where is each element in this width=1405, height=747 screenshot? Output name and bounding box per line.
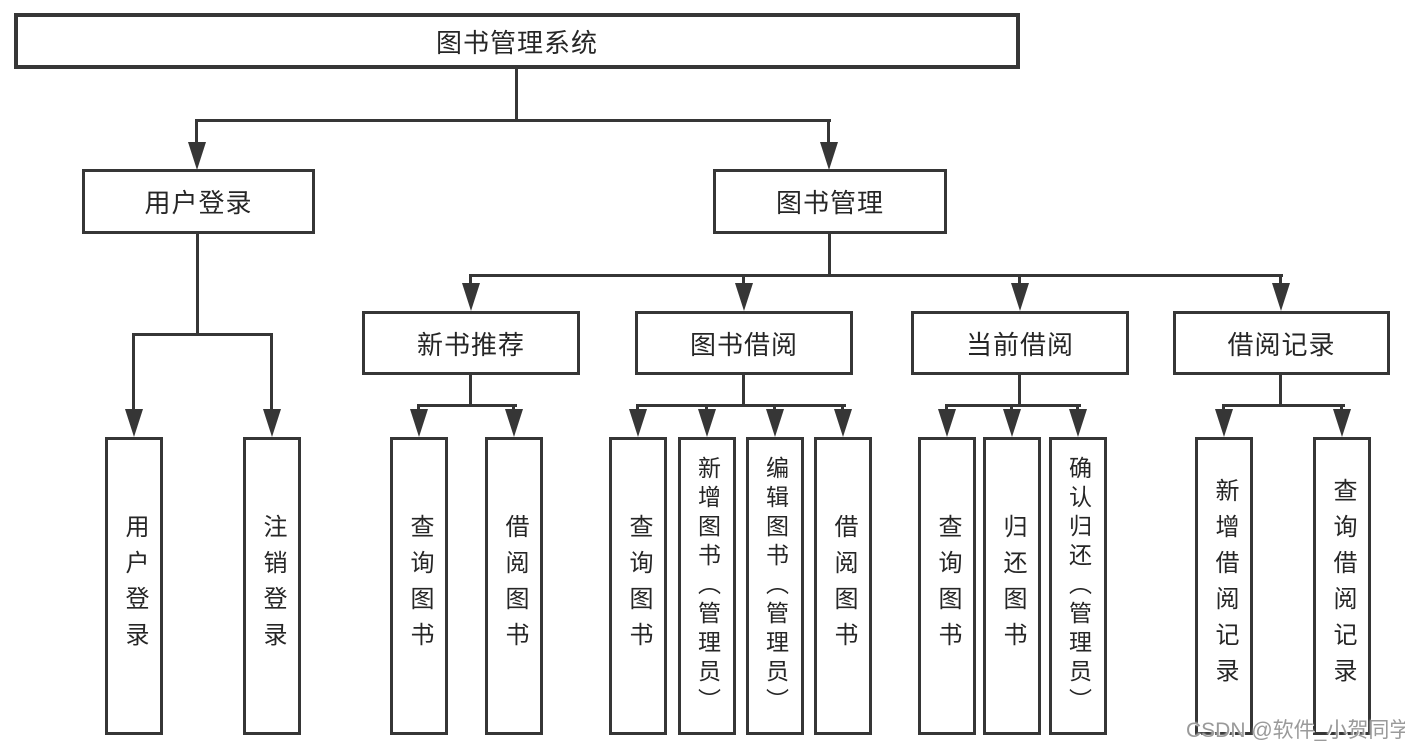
arrow-down-user-login: [188, 142, 206, 170]
node-label: 新书推荐: [416, 329, 525, 360]
connector-drop: [705, 404, 708, 412]
node-label: 借阅记录: [1227, 329, 1336, 360]
node-library-management-system: 图书管理系统: [14, 13, 1020, 69]
leaf-label: 查询图书: [934, 514, 961, 658]
csdn-watermark: CSDN @软件_小贺同学: [1186, 719, 1405, 742]
arrow-down-leaf-user-login: [125, 409, 143, 437]
arrow-down-book-management: [820, 142, 838, 170]
connector-book-borrowing-split: [636, 404, 846, 407]
arrow-down-book-borrowing: [735, 283, 753, 311]
leaf-query-books-current: 查询图书: [918, 437, 976, 735]
connector-drop-leaf-logout: [270, 333, 273, 411]
arrow-down-borrow-books: [505, 409, 523, 437]
arrow-down-borrowing-records: [1272, 283, 1290, 311]
leaf-edit-book-admin: 编辑图书（管理员）: [746, 437, 804, 735]
arrow-down-current-borrowing: [1011, 283, 1029, 311]
connector-drop: [1076, 404, 1079, 412]
connector-drop-borrowing-records: [1279, 274, 1282, 286]
connector-book-management-stem: [828, 232, 831, 277]
leaf-query-books-borrowing: 查询图书: [609, 437, 667, 735]
connector-borrowing-records-split: [1222, 404, 1345, 407]
leaf-label: 借阅图书: [501, 514, 528, 658]
leaf-return-books: 归还图书: [983, 437, 1041, 735]
leaf-query-borrow-record: 查询借阅记录: [1313, 437, 1371, 735]
leaf-user-login: 用户登录: [105, 437, 163, 735]
node-new-book-recommend: 新书推荐: [362, 311, 580, 375]
leaf-borrow-books-recommend: 借阅图书: [485, 437, 543, 735]
leaf-label: 归还图书: [999, 514, 1026, 658]
leaf-label: 确认归还（管理员）: [1065, 455, 1092, 717]
leaf-label: 编辑图书（管理员）: [762, 455, 789, 717]
leaf-label: 新增图书（管理员）: [694, 455, 721, 717]
leaf-add-book-admin: 新增图书（管理员）: [678, 437, 736, 735]
leaf-label: 借阅图书: [830, 514, 857, 658]
connector-current-borrowing-stem: [1018, 374, 1021, 407]
connector-drop: [773, 404, 776, 412]
connector-drop: [512, 404, 515, 412]
node-label: 用户登录: [144, 188, 253, 218]
leaf-label: 用户登录: [121, 514, 148, 658]
connector-drop-current-borrowing: [1018, 274, 1021, 286]
leaf-label: 查询借阅记录: [1329, 478, 1356, 694]
connector-drop-book-management: [827, 119, 830, 144]
connector-drop: [1010, 404, 1013, 412]
node-borrowing-records: 借阅记录: [1173, 311, 1390, 375]
connector-drop-user-login: [195, 119, 198, 144]
connector-book-borrowing-stem: [742, 374, 745, 407]
arrow-down-new-book-recommend: [462, 283, 480, 311]
connector-book-management-split: [469, 274, 1283, 277]
connector-drop-leaf-user-login: [132, 333, 135, 411]
connector-drop-book-borrowing: [742, 274, 745, 286]
leaf-label: 查询图书: [625, 514, 652, 658]
connector-new-book-recommend-stem: [469, 374, 472, 407]
connector-drop: [1340, 404, 1343, 412]
connector-drop: [417, 404, 420, 412]
arrow-down-add-book: [698, 409, 716, 437]
arrow-down-add-borrow-record: [1215, 409, 1233, 437]
node-label: 图书管理: [775, 188, 884, 218]
arrow-down-query-books: [938, 409, 956, 437]
connector-drop: [841, 404, 844, 412]
node-user-login: 用户登录: [82, 169, 315, 234]
node-book-borrowing: 图书借阅: [635, 311, 853, 375]
node-current-borrowing: 当前借阅: [911, 311, 1129, 375]
node-book-management: 图书管理: [713, 169, 947, 234]
node-label: 当前借阅: [965, 329, 1074, 360]
arrow-down-edit-book: [766, 409, 784, 437]
leaf-add-borrow-record: 新增借阅记录: [1195, 437, 1253, 735]
connector-new-book-recommend-split: [417, 404, 517, 407]
connector-user-login-stem: [196, 233, 199, 336]
leaf-label: 新增借阅记录: [1211, 478, 1238, 694]
connector-current-borrowing-split: [945, 404, 1081, 407]
leaf-label: 查询图书: [406, 514, 433, 658]
leaf-query-books-recommend: 查询图书: [390, 437, 448, 735]
node-label: 图书管理系统: [435, 27, 598, 58]
leaf-label: 注销登录: [259, 514, 286, 658]
connector-drop-new-book-recommend: [469, 274, 472, 286]
connector-drop: [945, 404, 948, 412]
connector-root-split: [195, 119, 831, 122]
connector-borrowing-records-stem: [1279, 374, 1282, 407]
arrow-down-leaf-logout: [263, 409, 281, 437]
arrow-down-query-books: [410, 409, 428, 437]
arrow-down-query-borrow-record: [1333, 409, 1351, 437]
arrow-down-return-books: [1003, 409, 1021, 437]
connector-drop: [636, 404, 639, 412]
arrow-down-query-books: [629, 409, 647, 437]
leaf-confirm-return-admin: 确认归还（管理员）: [1049, 437, 1107, 735]
connector-user-login-split: [132, 333, 273, 336]
arrow-down-borrow-books: [834, 409, 852, 437]
node-label: 图书借阅: [689, 329, 798, 360]
arrow-down-confirm-return: [1069, 409, 1087, 437]
connector-drop: [1222, 404, 1225, 412]
leaf-borrow-books-borrowing: 借阅图书: [814, 437, 872, 735]
leaf-logout: 注销登录: [243, 437, 301, 735]
connector-root-stem: [515, 68, 518, 122]
